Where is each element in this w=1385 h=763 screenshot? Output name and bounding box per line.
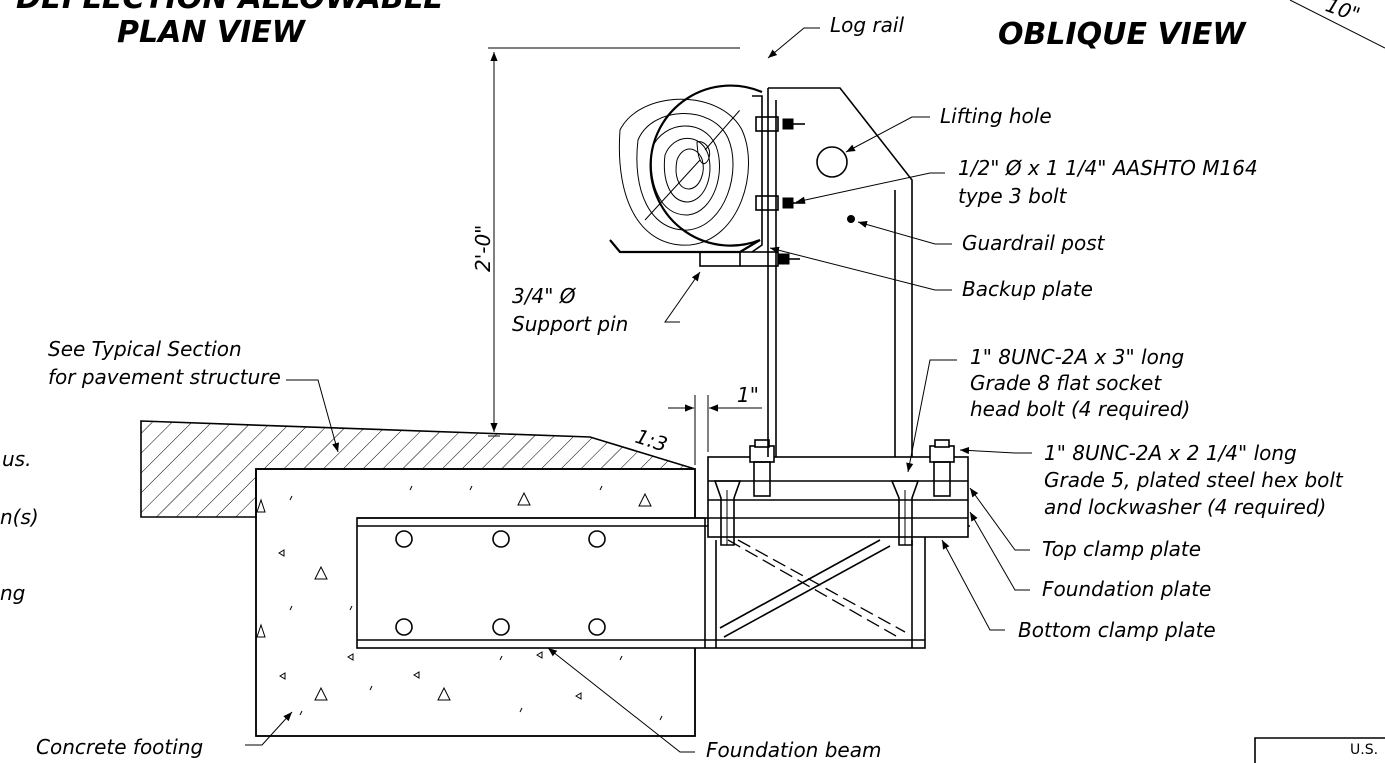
rail-bolts	[755, 116, 805, 211]
label-see-typical-2: for pavement structure	[48, 365, 281, 389]
post-bracing	[715, 539, 913, 648]
dimension-height: 2'-0"	[471, 47, 740, 437]
log-grain	[618, 98, 749, 246]
label-support-pin-1: 3/4" Ø	[512, 284, 577, 308]
backup-plate	[751, 95, 763, 253]
dimension-offset: 1"	[668, 383, 762, 465]
lifting-hole	[816, 146, 848, 178]
label-concrete-footing: Concrete footing	[36, 735, 203, 759]
label-hex-bolt-1: 1" 8UNC-2A x 2 1/4" long	[1044, 441, 1297, 465]
leader-lines	[245, 27, 1032, 753]
corner-dimension: 10"	[1289, 0, 1385, 49]
label-support-pin-2: Support pin	[512, 312, 628, 336]
post-dot	[847, 215, 855, 223]
log-rail	[609, 84, 805, 267]
left-note-2: n(s)	[0, 505, 39, 529]
rebar	[395, 530, 606, 636]
plan-view-title: PLAN VIEW	[117, 15, 307, 50]
support-pin	[699, 251, 800, 267]
label-bottom-clamp-plate: Bottom clamp plate	[1018, 618, 1216, 642]
socket-head-bolts	[713, 480, 920, 546]
label-socket-bolt-2: Grade 8 flat socket	[970, 371, 1162, 395]
label-hex-bolt-2: Grade 5, plated steel hex bolt	[1044, 468, 1344, 492]
label-foundation-plate: Foundation plate	[1042, 577, 1211, 601]
clamp-plates	[707, 439, 969, 546]
hex-bolts	[749, 439, 955, 497]
label-top-clamp-plate: Top clamp plate	[1042, 537, 1201, 561]
dim-height-label: 2'-0"	[471, 225, 495, 272]
dim-offset-label: 1"	[737, 383, 759, 407]
oblique-view-title: OBLIQUE VIEW	[998, 17, 1247, 52]
title-block-label: U.S.	[1350, 742, 1378, 758]
label-hex-bolt-3: and lockwasher (4 required)	[1044, 495, 1326, 519]
left-note-1: us.	[2, 447, 31, 471]
label-foundation-beam: Foundation beam	[706, 738, 881, 762]
label-log-rail: Log rail	[830, 13, 904, 37]
corner-dim-label: 10"	[1323, 0, 1364, 27]
label-guardrail-post: Guardrail post	[962, 231, 1106, 255]
title-block: U.S.	[1254, 737, 1385, 763]
label-see-typical-1: See Typical Section	[48, 337, 242, 361]
left-note-3: ng	[0, 581, 25, 605]
label-bolt-line2: type 3 bolt	[958, 184, 1068, 208]
label-socket-bolt-3: head bolt (4 required)	[970, 397, 1190, 421]
label-bolt-line1: 1/2" Ø x 1 1/4" AASHTO M164	[958, 156, 1258, 180]
label-socket-bolt-1: 1" 8UNC-2A x 3" long	[970, 345, 1184, 369]
label-backup-plate: Backup plate	[962, 277, 1093, 301]
guardrail-post	[767, 87, 913, 457]
plan-view-title-cut: DEFLECTION ALLOWABLE	[16, 0, 445, 16]
label-lifting-hole: Lifting hole	[940, 104, 1052, 128]
foundation-beam	[356, 517, 970, 649]
